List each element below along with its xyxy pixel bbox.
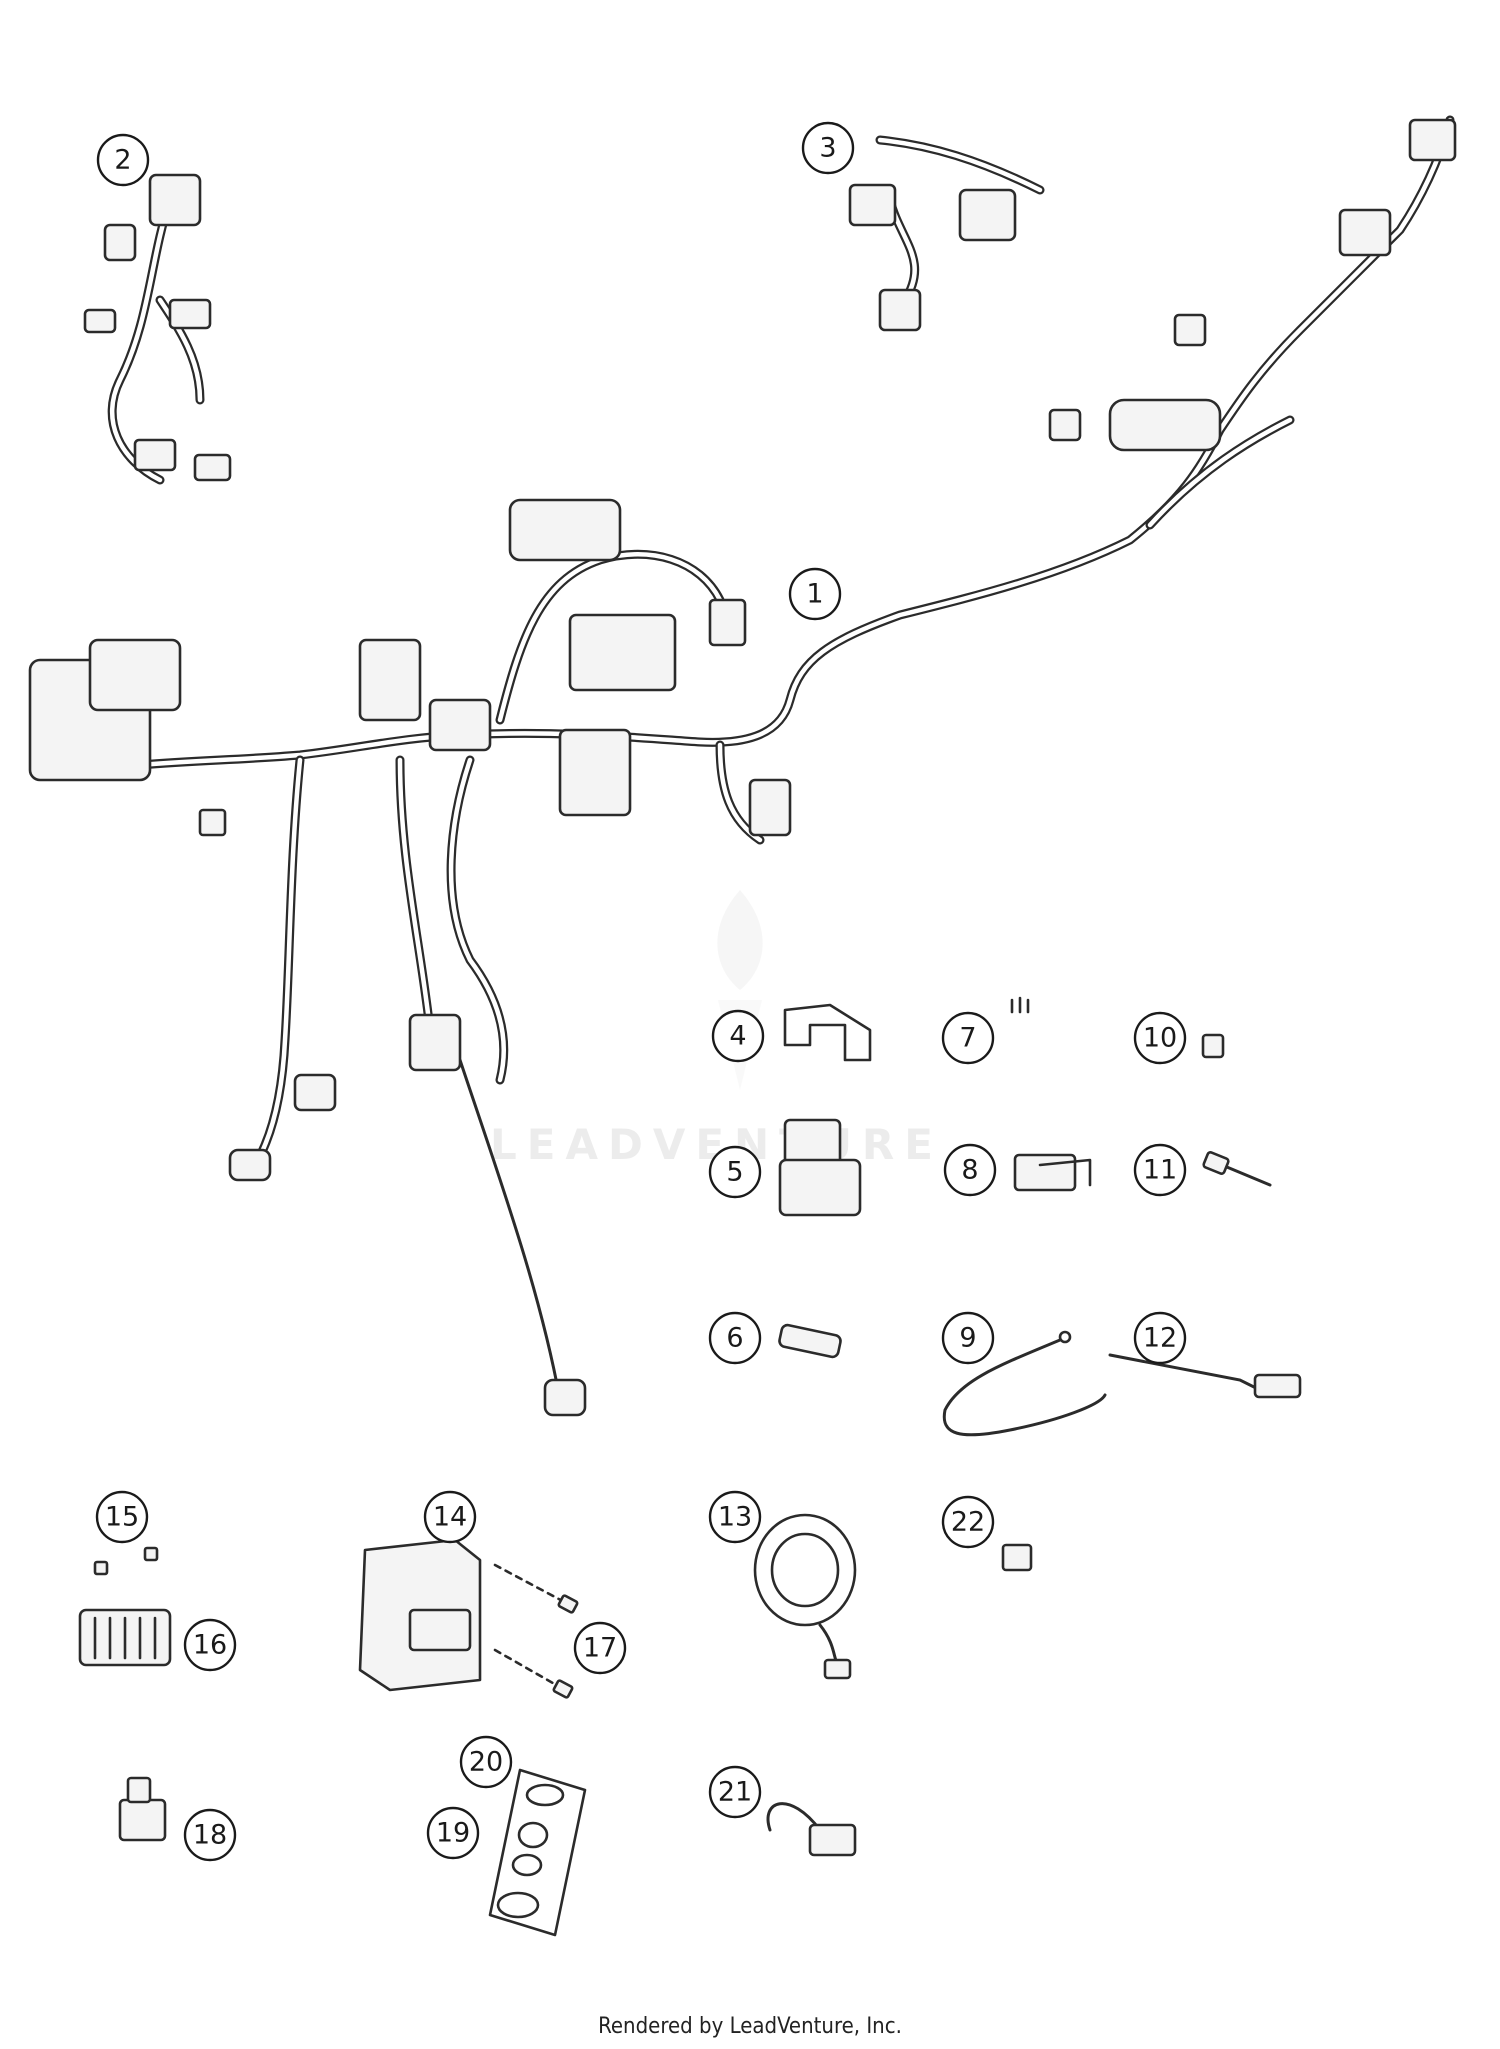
svg-text:9: 9 [959,1323,976,1354]
footer-credit: Rendered by LeadVenture, Inc. [598,2014,902,2039]
main-wiring-harness [28,115,1457,1417]
callout-6: 6 [708,1311,762,1365]
part-6-fuse [778,1323,842,1359]
part-7-clip [1010,996,1030,1014]
svg-text:3: 3 [819,133,836,164]
callout-3: 3 [801,121,855,175]
svg-text:15: 15 [105,1502,139,1533]
svg-text:13: 13 [718,1502,752,1533]
svg-text:2: 2 [114,145,131,176]
callout-13: 13 [708,1490,762,1544]
svg-text:6: 6 [726,1323,743,1354]
part-18-relay [118,1776,167,1842]
callout-18: 18 [183,1808,237,1862]
sub-harness-3 [848,135,1045,332]
part-9-cable-tie [942,1330,1107,1437]
part-15-screws [93,1546,159,1576]
svg-text:22: 22 [951,1507,985,1538]
part-12-sensor-cable [1108,1353,1302,1399]
svg-text:19: 19 [436,1818,470,1849]
part-14-mount-bracket [358,1538,482,1692]
part-13-coil [753,1513,857,1680]
svg-text:8: 8 [961,1155,978,1186]
svg-text:14: 14 [433,1502,467,1533]
part-8-relay [1013,1153,1092,1192]
svg-text:11: 11 [1143,1155,1177,1186]
callout-14: 14 [423,1490,477,1544]
callout-15: 15 [95,1490,149,1544]
part-19-20-grommet-set [488,1768,587,1937]
part-21-jumper [766,1802,857,1857]
svg-text:1: 1 [806,579,823,610]
callout-16: 16 [183,1618,237,1672]
part-16-regulator [78,1608,172,1667]
callout-9: 9 [941,1311,995,1365]
svg-text:7: 7 [959,1023,976,1054]
svg-text:5: 5 [726,1157,743,1188]
svg-text:4: 4 [729,1021,746,1052]
part-10-mini-fuse [1201,1033,1225,1059]
callout-1: 1 [788,567,842,621]
callout-5: 5 [708,1145,762,1199]
svg-text:10: 10 [1143,1023,1177,1054]
svg-text:16: 16 [193,1630,227,1661]
svg-text:18: 18 [193,1820,227,1851]
svg-text:12: 12 [1143,1323,1177,1354]
callout-7: 7 [941,1011,995,1065]
callout-17: 17 [573,1621,627,1675]
callout-22: 22 [941,1495,995,1549]
callout-4: 4 [711,1009,765,1063]
callout-19: 19 [426,1806,480,1860]
callout-21: 21 [708,1765,762,1819]
part-17-bolts [493,1563,579,1699]
svg-text:20: 20 [469,1747,503,1778]
callout-12: 12 [1133,1311,1187,1365]
callout-2: 2 [96,133,150,187]
callout-20: 20 [459,1735,513,1789]
part-5-relay-holder [778,1118,862,1217]
callout-10: 10 [1133,1011,1187,1065]
callout-11: 11 [1133,1143,1187,1197]
callout-8: 8 [943,1143,997,1197]
part-4-bracket [783,1003,872,1062]
part-22-diode [1001,1543,1033,1572]
sub-harness-2 [83,173,232,485]
svg-text:21: 21 [718,1777,752,1808]
svg-text:17: 17 [583,1633,617,1664]
part-11-screw [1202,1151,1272,1187]
